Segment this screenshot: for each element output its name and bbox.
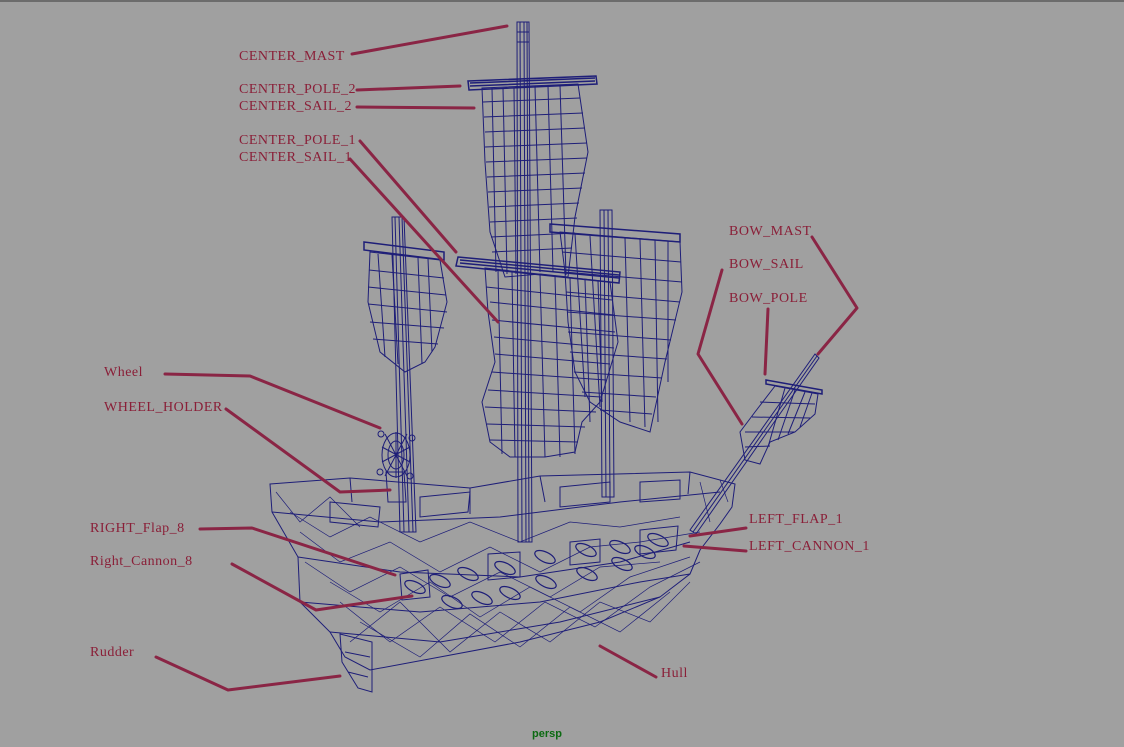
center-pole-2-mesh[interactable] bbox=[467, 75, 598, 91]
left-mast-mesh[interactable] bbox=[363, 216, 448, 533]
center-sail-1-mesh[interactable] bbox=[481, 267, 619, 458]
label-wheel: Wheel bbox=[104, 365, 144, 380]
cannons bbox=[403, 531, 670, 610]
leader-wheel bbox=[163, 372, 382, 430]
leader-bow-sail bbox=[696, 268, 744, 426]
left-flap-1-mesh[interactable] bbox=[639, 525, 679, 555]
leader-left-flap-1 bbox=[688, 526, 748, 538]
label-center-mast: CENTER_MAST bbox=[239, 49, 345, 64]
label-bow-mast: BOW_MAST bbox=[729, 224, 812, 239]
label-wheel-holder: WHEEL_HOLDER bbox=[104, 400, 223, 415]
leader-right-cannon-8 bbox=[230, 562, 414, 612]
leader-center-sail-2 bbox=[355, 105, 476, 110]
label-left-flap-1: LEFT_FLAP_1 bbox=[749, 512, 844, 527]
bow-mast-mesh[interactable] bbox=[689, 353, 823, 535]
leader-bow-pole bbox=[763, 307, 770, 376]
center-pole-1-mesh[interactable] bbox=[455, 256, 621, 284]
leader-center-pole-2 bbox=[355, 84, 462, 92]
center-mast-mesh[interactable] bbox=[516, 21, 533, 543]
label-center-pole-2: CENTER_POLE_2 bbox=[239, 82, 356, 97]
label-center-pole-1: CENTER_POLE_1 bbox=[239, 133, 356, 148]
leader-rudder bbox=[154, 655, 342, 692]
label-hull: Hull bbox=[661, 666, 688, 681]
bow-sail-mesh[interactable] bbox=[739, 385, 819, 465]
leader-hull bbox=[598, 644, 658, 679]
annotation-leaders bbox=[154, 24, 859, 692]
leader-center-pole-1 bbox=[358, 139, 458, 254]
label-right-flap-8: RIGHT_Flap_8 bbox=[90, 521, 185, 536]
label-left-cannon-1: LEFT_CANNON_1 bbox=[749, 539, 870, 554]
hull-mesh[interactable] bbox=[269, 471, 736, 671]
cannon-flaps bbox=[399, 525, 679, 601]
label-right-cannon-8: Right_Cannon_8 bbox=[90, 554, 193, 569]
hull-lattice bbox=[275, 479, 729, 658]
leader-right-flap-8 bbox=[198, 526, 397, 577]
label-bow-pole: BOW_POLE bbox=[729, 291, 808, 306]
leader-left-cannon-1 bbox=[682, 544, 748, 553]
center-sail-2-mesh[interactable] bbox=[481, 83, 589, 278]
label-rudder: Rudder bbox=[90, 645, 135, 660]
label-center-sail-2: CENTER_SAIL_2 bbox=[239, 99, 353, 114]
wheel-holder-mesh[interactable] bbox=[385, 471, 407, 503]
wheel-mesh[interactable] bbox=[376, 430, 416, 480]
camera-name-label: persp bbox=[532, 728, 562, 740]
leader-center-mast bbox=[350, 24, 509, 56]
aft-mast-mesh[interactable] bbox=[549, 209, 683, 498]
label-center-sail-1: CENTER_SAIL_1 bbox=[239, 150, 353, 165]
rudder-mesh[interactable] bbox=[339, 633, 373, 693]
leader-bow-mast bbox=[810, 235, 859, 356]
label-bow-sail: BOW_SAIL bbox=[729, 257, 804, 272]
leader-center-sail-1 bbox=[348, 157, 500, 324]
right-cannon-8-mesh[interactable] bbox=[403, 578, 427, 596]
left-cannon-1-mesh[interactable] bbox=[646, 531, 670, 549]
right-flap-8-mesh[interactable] bbox=[399, 569, 431, 601]
leader-wheel-holder bbox=[224, 407, 392, 494]
